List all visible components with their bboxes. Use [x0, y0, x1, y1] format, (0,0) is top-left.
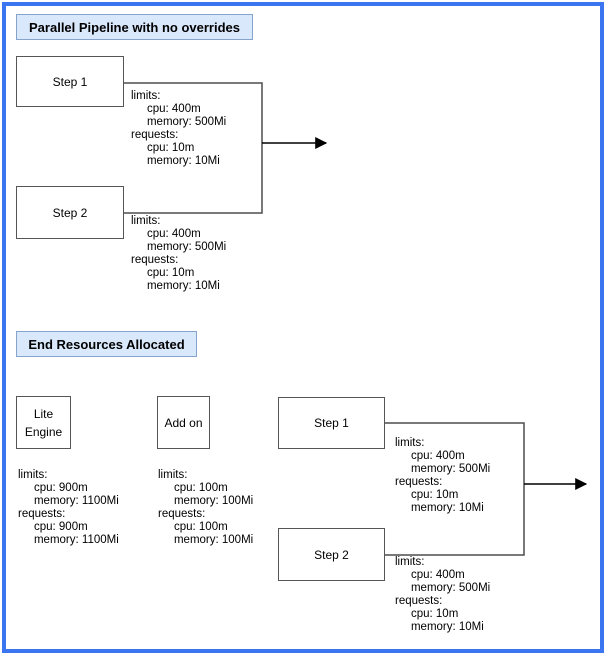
top-step1-label: Step 1: [52, 74, 88, 89]
lite-engine-resources: limits: cpu: 900m memory: 1100Mi request…: [18, 469, 119, 546]
bottom-step2-resources: limits: cpu: 400m memory: 500Mi requests…: [395, 556, 491, 633]
bottom-step2-label: Step 2: [314, 547, 349, 562]
bottom-step1-node: Step 1: [278, 397, 385, 449]
top-step1-node: Step 1: [16, 56, 124, 107]
bottom-step1-resources: limits: cpu: 400m memory: 500Mi requests…: [395, 437, 491, 514]
bottom-section-title: End Resources Allocated: [16, 331, 197, 357]
addon-resources: limits: cpu: 100m memory: 100Mi requests…: [158, 469, 254, 546]
addon-node: Add on: [157, 396, 210, 449]
bottom-step1-label: Step 1: [314, 416, 349, 430]
top-section-title: Parallel Pipeline with no overrides: [16, 14, 253, 40]
lite-engine-node: Lite Engine: [16, 396, 71, 449]
top-step2-resources: limits: cpu: 400m memory: 500Mi requests…: [131, 215, 227, 292]
lite-engine-label: Lite Engine: [24, 406, 63, 439]
top-step1-resources: limits: cpu: 400m memory: 500Mi requests…: [131, 90, 227, 167]
top-step2-node: Step 2: [16, 186, 124, 239]
top-step2-label: Step 2: [52, 205, 88, 220]
addon-label: Add on: [164, 415, 203, 430]
bottom-step2-node: Step 2: [278, 528, 385, 581]
